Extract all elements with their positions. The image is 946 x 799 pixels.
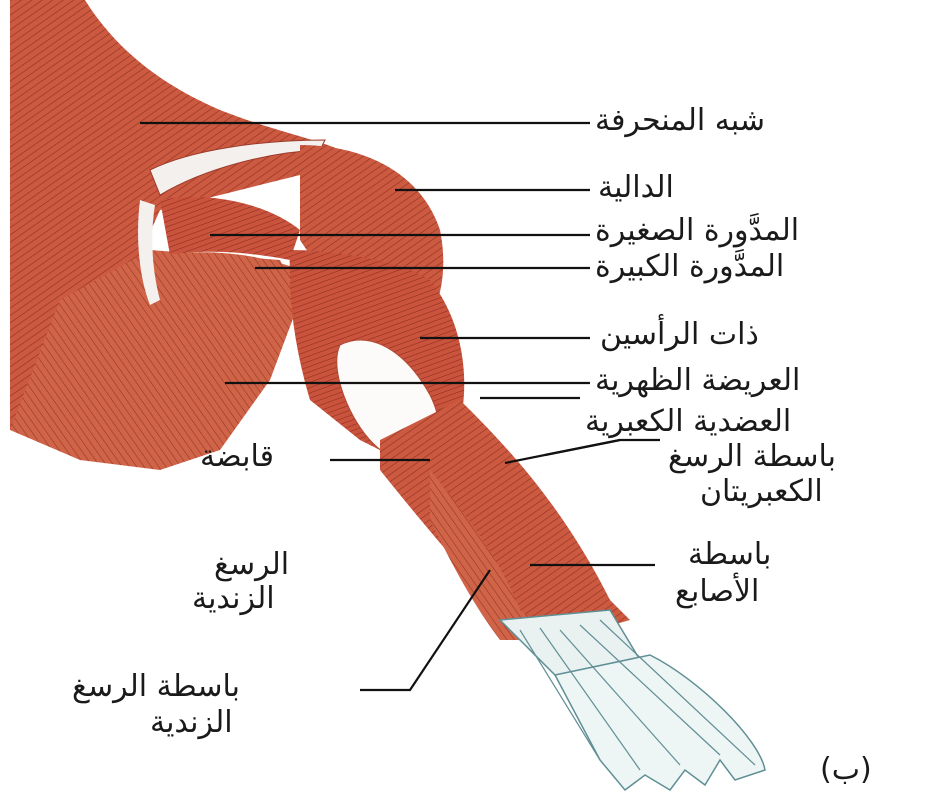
label-ecr-line1: باسطة الرسغ [668,440,836,473]
hand [555,655,765,790]
label-ed-line1: باسطة [688,538,771,571]
figure-tag: (ب) [820,752,872,787]
label-ed-line2: الأصابع [675,575,759,608]
label-ecu-line1: باسطة الرسغ [72,670,240,703]
label-ecu-line2: الزندية [150,706,233,739]
label-latissimus: العريضة الظهرية [595,364,800,397]
label-brachioradialis: العضدية الكعبرية [585,405,791,438]
label-ecr-line2: الكعبريتان [700,475,823,508]
teres-minor-muscle [160,197,300,260]
label-trapezius: شبه المنحرفة [595,104,765,137]
label-teres-major: المدَّورة الكبيرة [595,250,784,283]
label-teres-minor: المدَّورة الصغيرة [595,214,799,247]
label-fcu-line1: قابضة [200,440,274,473]
label-biceps: ذات الرأسين [600,318,759,351]
label-deltoid: الدالية [598,171,674,204]
label-fcu-line2: الرسغ [214,548,289,581]
label-fcu-line3: الزندية [192,582,275,615]
teres-major-muscle [165,252,295,300]
